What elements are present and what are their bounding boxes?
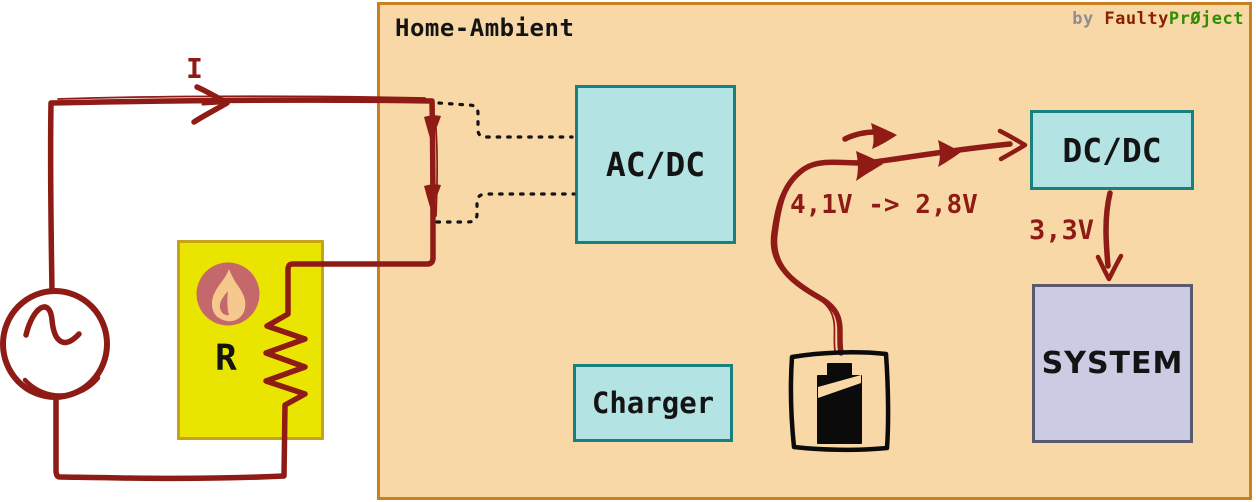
- voltage-conversion-label: 4,1V -> 2,8V: [790, 190, 978, 220]
- block-dcdc: DC/DC: [1030, 110, 1194, 190]
- credit-author-primary: Faulty: [1104, 9, 1169, 29]
- resistor-label: R: [215, 338, 237, 379]
- block-system-label: SYSTEM: [1041, 346, 1184, 381]
- ac-source-icon: [0, 288, 110, 400]
- block-charger-label: Charger: [591, 386, 715, 420]
- resistor-heat-box: [177, 240, 324, 440]
- author-credit: by FaultyPrØject: [1072, 9, 1244, 29]
- current-label: I: [186, 52, 203, 85]
- block-dcdc-label: DC/DC: [1062, 130, 1162, 170]
- block-charger: Charger: [573, 364, 733, 442]
- block-system: SYSTEM: [1032, 284, 1193, 443]
- block-acdc-label: AC/DC: [605, 145, 706, 184]
- credit-author-secondary: PrØject: [1168, 9, 1244, 29]
- credit-by-text: by: [1072, 9, 1105, 29]
- current-arrow-icon: [191, 84, 230, 125]
- output-voltage-label: 3,3V: [1029, 215, 1095, 246]
- panel-title: Home-Ambient: [395, 14, 575, 42]
- block-acdc: AC/DC: [575, 85, 736, 244]
